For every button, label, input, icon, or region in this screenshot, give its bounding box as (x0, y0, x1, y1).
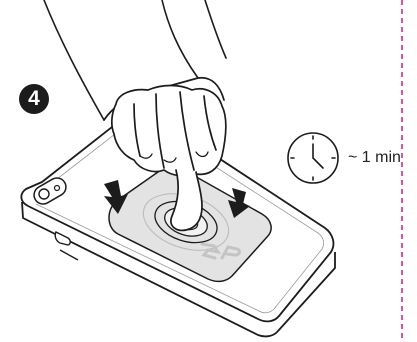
duration-label: ~ 1 min (348, 149, 401, 167)
step-number-badge: 4 (19, 84, 49, 114)
side-button (60, 250, 78, 260)
clock-icon (288, 133, 338, 183)
